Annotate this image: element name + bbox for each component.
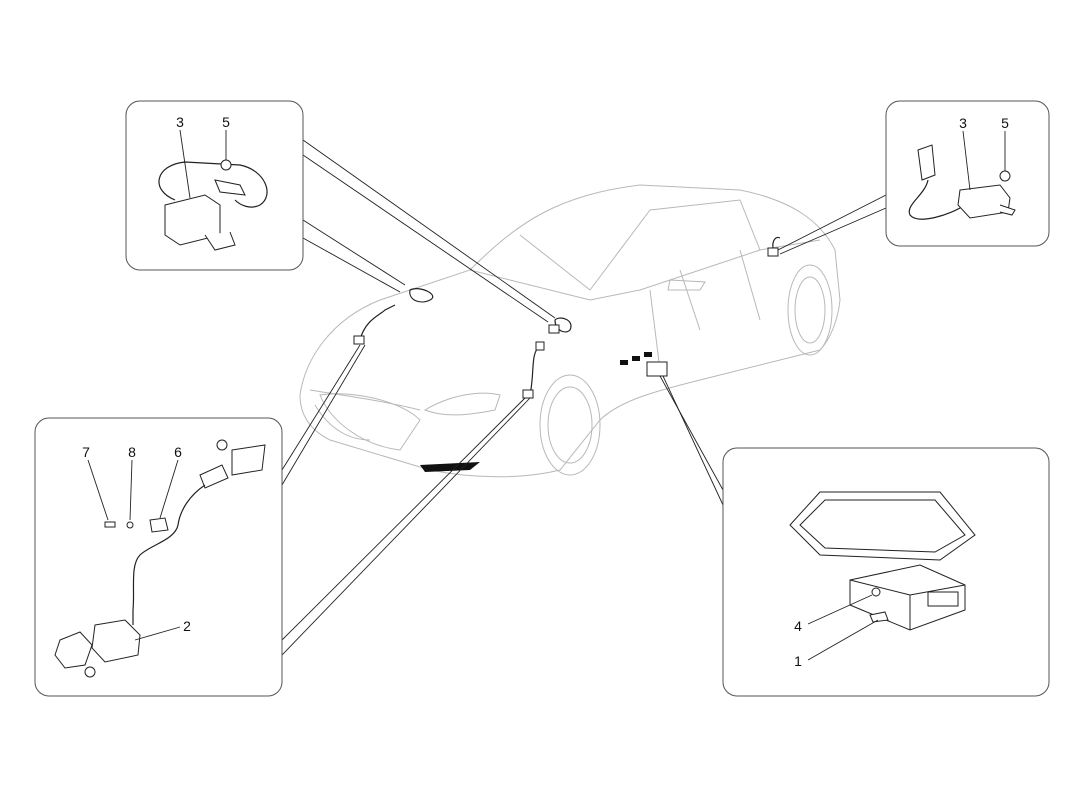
callout-5: 5	[222, 114, 230, 130]
panel-top-left: 3 5	[125, 100, 304, 271]
callout-7: 7	[82, 444, 90, 460]
callout-8: 8	[128, 444, 136, 460]
leader-lines	[281, 139, 887, 656]
car-parts	[353, 236, 781, 399]
callout-3: 3	[959, 115, 967, 131]
car-illustration	[299, 184, 841, 478]
panel-bottom-right: 4 1	[722, 447, 1050, 697]
panel-top-right: 3 5	[885, 100, 1050, 247]
callout-1: 1	[794, 653, 802, 669]
callout-3: 3	[176, 114, 184, 130]
callout-6: 6	[174, 444, 182, 460]
panel-bottom-left: 7 8 6 2	[34, 417, 283, 697]
callout-4: 4	[794, 618, 802, 634]
callout-2: 2	[183, 618, 191, 634]
callout-5: 5	[1001, 115, 1009, 131]
